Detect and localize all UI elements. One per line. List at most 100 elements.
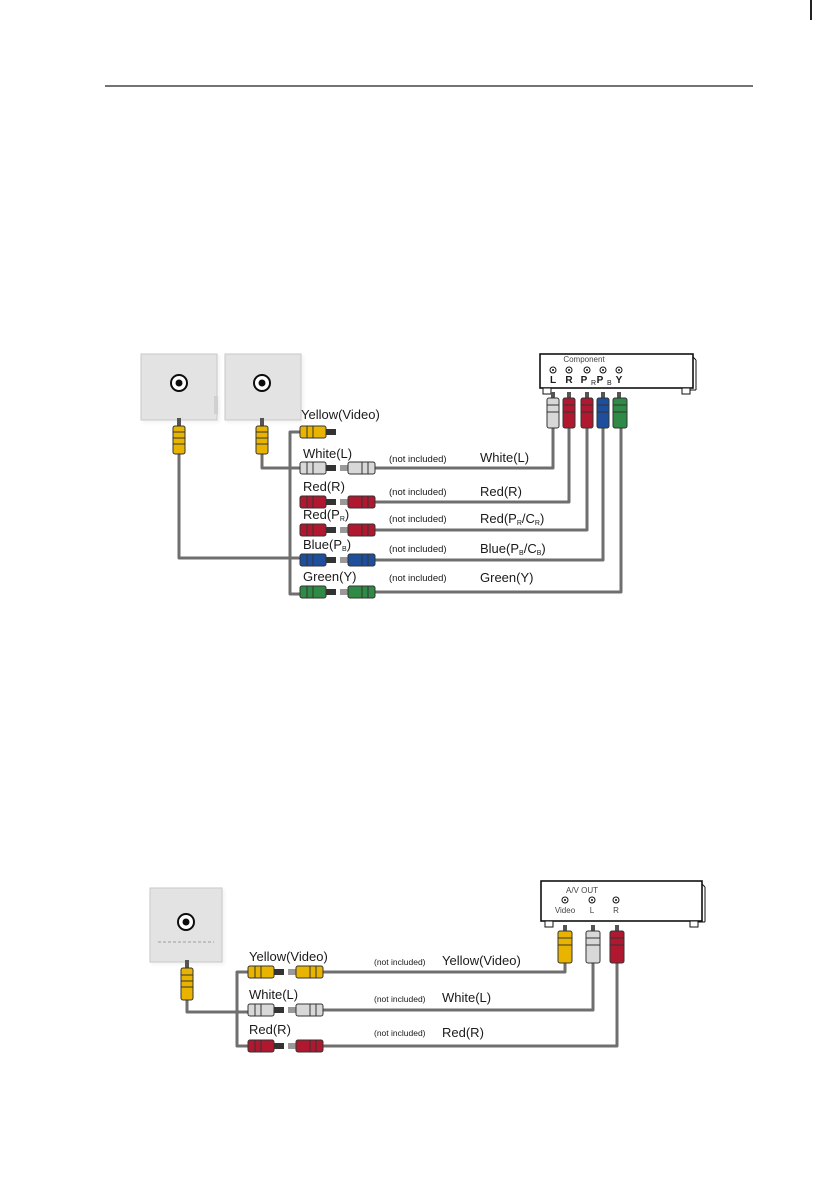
plugs-component: [546, 392, 628, 429]
row-white-note: (not included): [389, 454, 447, 465]
plugs-av-device: [557, 925, 625, 964]
jack-pr: P R: [581, 366, 596, 387]
jack-y: Y: [615, 366, 623, 386]
cable-white-left: [260, 452, 300, 470]
plug-av-device-l: [585, 925, 601, 964]
page-corner-mark: [810, 0, 812, 20]
cables-diagram1: [177, 428, 623, 596]
row-red-r-left: Red(R): [303, 479, 345, 494]
plug-component-r: [562, 392, 576, 429]
av-jack-label-video: Video: [555, 906, 576, 915]
av-connection-diagram: A/V OUT Video L R: [149, 880, 706, 1053]
cable-y-right: [375, 428, 623, 594]
av-row-red-left: Red(R): [249, 1022, 291, 1037]
plug-component-pr: [580, 392, 594, 429]
jack-label-y: Y: [616, 375, 623, 386]
cable-av-white-right: [323, 962, 595, 1012]
row-blue-pb-right: Blue(PB/CB): [480, 541, 546, 557]
plug-av-wall: [180, 960, 194, 1001]
row-blue-pb: Blue(PB) (not included) Blue(PB/CB): [303, 537, 546, 557]
av-row-white-right: White(L): [442, 990, 491, 1005]
cable-av-left: [185, 998, 248, 1014]
cable-red-right: [375, 428, 571, 504]
plug-wall-left: [172, 418, 186, 455]
av-row-white-note: (not included): [374, 994, 426, 1004]
row-green-y-note: (not included): [389, 573, 447, 584]
av-jack-label-l: L: [590, 906, 595, 915]
plug-pair-blue-pb: [299, 553, 376, 567]
cable-av-red-right: [323, 962, 619, 1048]
plug-av-device-video: [557, 925, 573, 964]
jack-l: L: [549, 366, 557, 386]
plug-pair-av-yellow: [247, 965, 324, 979]
plug-component-pb: [596, 392, 610, 429]
component-output-device: Component L R P R P B: [539, 353, 697, 395]
cable-pb-right: [375, 428, 605, 562]
av-jack-video: Video: [555, 896, 576, 915]
wall-panel-video-left: [140, 353, 218, 421]
row-green-y-right: Green(Y): [480, 570, 533, 585]
av-out-header: A/V OUT: [566, 886, 598, 895]
av-row-yellow-left: Yellow(Video): [249, 949, 328, 964]
row-white-left: White(L): [303, 446, 352, 461]
av-row-red-right: Red(R): [442, 1025, 484, 1040]
av-row-yellow: Yellow(Video) (not included) Yellow(Vide…: [249, 949, 521, 968]
row-white: White(L) (not included) White(L): [303, 446, 529, 465]
row-red-r-note: (not included): [389, 487, 447, 498]
av-jack-label-r: R: [613, 906, 619, 915]
av-row-white-left: White(L): [249, 987, 298, 1002]
row-red-pr-left: Red(PR): [303, 507, 349, 523]
plug-av-device-r: [609, 925, 625, 964]
row-red-pr-right: Red(PR/CR): [480, 511, 544, 527]
plug-pair-red-pr: [299, 523, 376, 537]
jack-r: R: [565, 366, 573, 386]
row-blue-pb-note: (not included): [389, 544, 447, 555]
jack-label-pr: P: [581, 375, 588, 386]
row-red-pr-note: (not included): [389, 514, 447, 525]
wall-panel-av: [149, 887, 223, 963]
row-red-r-right: Red(R): [480, 484, 522, 499]
cable-video-left: [177, 452, 300, 560]
row-green-y: Green(Y) (not included) Green(Y): [303, 569, 533, 585]
jack-label-pr-sub: R: [591, 380, 596, 387]
wall-panel-video-right: [224, 353, 302, 421]
plug-pair-av-white: [247, 1003, 324, 1017]
component-jacks: L R P R P B Y: [549, 366, 623, 387]
cable-white-right: [375, 428, 555, 470]
plug-pair-green-y: [299, 585, 376, 599]
label-yellow-video: Yellow(Video): [301, 407, 380, 422]
cables-diagram2: [185, 962, 619, 1048]
component-connection-diagram: Component L R P R P B: [140, 353, 697, 599]
cable-bundle-left: [288, 430, 300, 596]
jack-label-l: L: [550, 375, 556, 386]
plug-wall-right: [255, 418, 269, 455]
row-green-y-left: Green(Y): [303, 569, 356, 584]
av-row-white: White(L) (not included) White(L): [249, 987, 491, 1005]
jack-label-r: R: [565, 375, 573, 386]
cable-av-bundle: [235, 970, 248, 1048]
cable-av-yellow-right: [323, 962, 567, 974]
plug-pair-av-red: [247, 1039, 324, 1053]
av-row-red: Red(R) (not included) Red(R): [249, 1022, 484, 1040]
av-jack-r: R: [612, 896, 620, 915]
plug-pair-white: [299, 461, 376, 475]
av-row-yellow-note: (not included): [374, 957, 426, 967]
jack-pb: P B: [597, 366, 612, 387]
av-jack-l: L: [588, 896, 596, 915]
row-red-r: Red(R) (not included) Red(R): [303, 479, 522, 499]
cable-pr-right: [375, 428, 589, 532]
component-header: Component: [563, 355, 605, 364]
plug-component-l: [546, 392, 560, 429]
row-red-pr: Red(PR) (not included) Red(PR/CR): [303, 507, 544, 527]
jack-label-pb: P: [597, 375, 604, 386]
plug-yellow-video: [299, 425, 336, 439]
jack-label-pb-sub: B: [607, 380, 612, 387]
row-blue-pb-left: Blue(PB): [303, 537, 351, 553]
plug-component-y: [612, 392, 628, 429]
row-white-right: White(L): [480, 450, 529, 465]
plug-pair-red-r: [299, 495, 376, 509]
av-row-red-note: (not included): [374, 1028, 426, 1038]
av-row-yellow-right: Yellow(Video): [442, 953, 521, 968]
av-output-device: A/V OUT Video L R: [540, 880, 706, 928]
